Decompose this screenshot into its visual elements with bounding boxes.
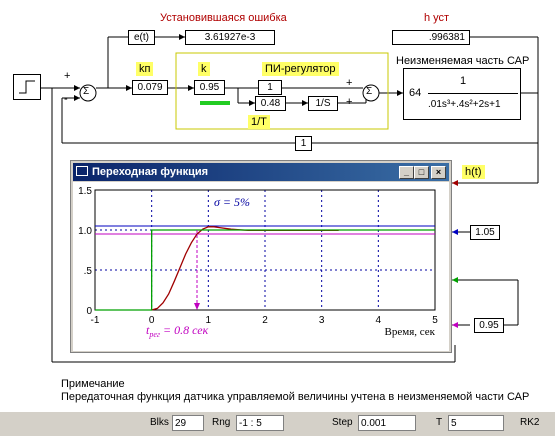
plot-frame: [94, 189, 436, 311]
h-ust-label: h уст: [424, 12, 450, 24]
close-button[interactable]: ×: [431, 166, 446, 179]
level-upper-block[interactable]: 1.05: [470, 225, 500, 240]
blks-value: 29: [172, 415, 204, 431]
step-label: Step: [332, 417, 353, 428]
t-block[interactable]: 0.48: [255, 96, 286, 111]
rng-value: -1 : 5: [236, 415, 284, 431]
series-line: [151, 226, 339, 311]
integrator-block[interactable]: 1/S: [308, 96, 338, 111]
x-tick-label: 0: [149, 315, 155, 326]
sum1-sign-minus: -: [64, 93, 68, 105]
treg-annotation: tрег = 0.8 сек: [146, 323, 209, 339]
treg-arrow: [194, 303, 200, 310]
x-axis-label: Время, сек: [385, 326, 436, 338]
y-tick-label: 0: [86, 306, 92, 317]
et-block[interactable]: e(t): [128, 30, 155, 45]
window-icon: [76, 166, 88, 176]
t-label: T: [436, 417, 443, 428]
x-tick-label: 1: [206, 315, 212, 326]
sum1-sigma: Σ: [83, 86, 90, 97]
tf-fraction-line: [428, 93, 518, 94]
one-block[interactable]: 1: [258, 80, 282, 95]
h-t-label: h(t): [462, 165, 485, 179]
inv-t-label: 1/T: [248, 115, 270, 129]
kp-block[interactable]: 0.079: [132, 80, 168, 95]
k-label: k: [198, 62, 210, 76]
diagram-wires: [40, 34, 539, 363]
window-titlebar[interactable]: Переходная функция _ □ ×: [73, 163, 449, 181]
blks-label: Blks: [150, 417, 169, 428]
kp-label: kп: [136, 62, 154, 76]
rng-label: Rng: [212, 417, 231, 428]
sigma-annotation: σ = 5%: [214, 195, 250, 209]
y-tick-label: 1.5: [78, 186, 92, 197]
y-tick-label: 1.0: [78, 226, 92, 237]
series-line: [95, 229, 435, 311]
sum2-sign-plus1: +: [346, 77, 353, 89]
status-bar: Blks 29 Rng -1 : 5 Step 0.001 T 5 RK2: [0, 411, 555, 436]
plant-label: Неизменяемая часть САР: [396, 55, 530, 67]
level-lower-block[interactable]: 0.95: [474, 318, 504, 333]
error-display[interactable]: 3.61927e-3: [185, 30, 275, 45]
x-tick-label: 4: [376, 315, 382, 326]
window-title: Переходная функция: [92, 166, 209, 178]
sum1-sign-plus: +: [64, 70, 71, 82]
tf-gain: 64: [409, 87, 422, 99]
x-tick-label: 5: [432, 315, 438, 326]
sum2-sigma: Σ: [366, 86, 373, 97]
x-tick-label: 3: [319, 315, 325, 326]
sum2-sign-plus2: +: [346, 96, 353, 108]
note-title: Примечание: [61, 378, 125, 390]
step-icon: [19, 80, 35, 94]
plant-transfer-function[interactable]: 64 1 .01s³+.4s²+2s+1: [403, 68, 521, 120]
y-tick-label: .5: [84, 266, 93, 277]
minimize-button[interactable]: _: [399, 166, 414, 179]
x-tick-label: 2: [262, 315, 268, 326]
tf-denominator: .01s³+.4s²+2s+1: [428, 99, 501, 110]
k-block[interactable]: 0.95: [194, 80, 225, 95]
x-tick-label: -1: [91, 315, 100, 326]
solver-label: RK2: [520, 417, 540, 428]
t-value: 5: [448, 415, 504, 431]
steady-error-label: Установившаяся ошибка: [160, 12, 287, 24]
pi-regulator-label: ПИ-регулятор: [262, 62, 339, 76]
tf-numerator: 1: [460, 75, 467, 87]
h-ust-display[interactable]: .996381: [392, 30, 470, 45]
maximize-button[interactable]: □: [414, 166, 429, 179]
feedback-block[interactable]: 1: [295, 136, 312, 151]
step-source-block[interactable]: [13, 74, 41, 100]
step-value: 0.001: [358, 415, 416, 431]
note-text: Передаточная функция датчика управляемой…: [61, 391, 530, 403]
